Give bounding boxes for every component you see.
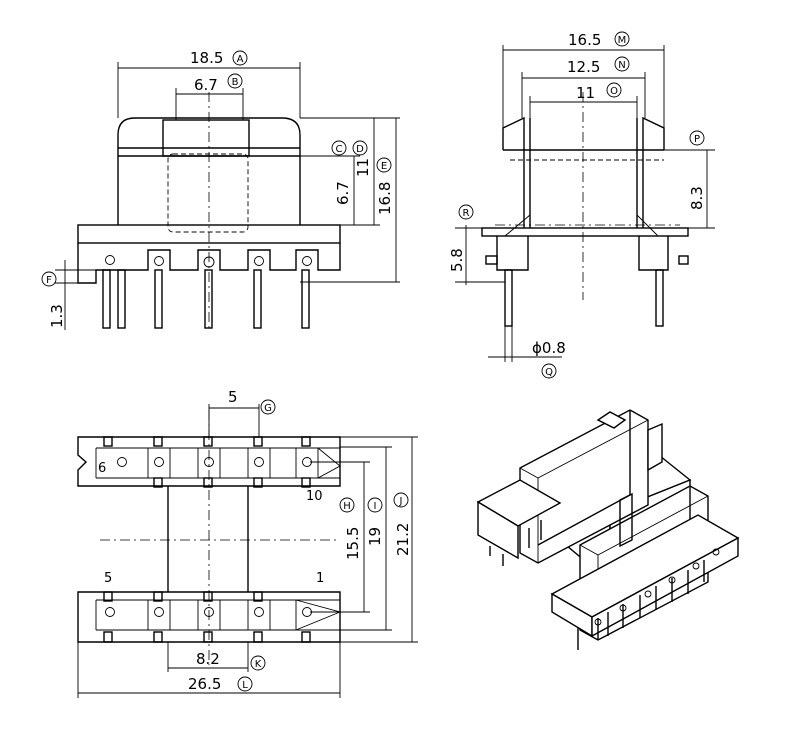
dim-g-letter: G: [264, 403, 272, 414]
dim-k-value: 8.2: [196, 650, 220, 668]
dim-j-value: 21.2: [394, 523, 412, 556]
dim-l-letter: L: [242, 680, 248, 691]
dim-d-value: 11: [354, 158, 372, 177]
dim-m-value: 16.5: [568, 31, 601, 49]
dim-n-letter: N: [618, 60, 625, 71]
dim-j-letter: J: [399, 496, 403, 507]
dim-k-letter: K: [255, 659, 262, 670]
dim-d-letter: D: [356, 144, 364, 155]
dim-f-letter: F: [46, 275, 52, 286]
dim-l-value: 26.5: [188, 675, 221, 693]
side-view: 16.5 M 12.5 N 11 O P 8.3 R 5.8: [448, 31, 715, 379]
dim-o-letter: O: [610, 86, 618, 97]
dim-m-letter: M: [618, 35, 627, 46]
front-view: 18.5 A 6.7 B 6.7 11 16.8 C D E F 1.3: [41, 49, 400, 330]
dim-p-letter: P: [694, 134, 700, 145]
dim-q-value: ϕ0.8: [532, 339, 566, 357]
dim-h-value: 15.5: [344, 527, 362, 560]
pin-label-6: 6: [98, 461, 106, 476]
dim-a-letter: A: [237, 54, 244, 65]
isometric-view: [476, 409, 740, 650]
dim-q-letter: Q: [545, 367, 553, 378]
pin-label-5: 5: [104, 571, 112, 586]
dim-g-value: 5: [228, 388, 238, 406]
dim-a-value: 18.5: [190, 49, 223, 67]
pin-label-10: 10: [306, 489, 323, 504]
dim-c-letter: C: [336, 144, 343, 155]
dim-n-value: 12.5: [567, 58, 600, 76]
bottom-view: 6 10 5 1 5 G 15.5 H 19 I 21.2 J 8.2: [77, 388, 418, 698]
dim-e-value: 16.8: [376, 182, 394, 215]
dim-h-letter: H: [343, 501, 351, 512]
dim-r-letter: R: [463, 208, 470, 219]
dim-i-value: 19: [366, 527, 384, 546]
dim-c-value: 6.7: [334, 181, 352, 205]
dim-o-value: 11: [576, 84, 595, 102]
pin-label-1: 1: [316, 571, 324, 586]
dim-r-value: 5.8: [448, 248, 466, 272]
dim-p-value: 8.3: [688, 186, 706, 210]
dim-b-letter: B: [232, 77, 239, 88]
dim-e-letter: E: [381, 161, 387, 172]
dim-f-value: 1.3: [48, 304, 66, 328]
dim-i-letter: I: [374, 501, 377, 512]
dim-b-value: 6.7: [194, 76, 218, 94]
